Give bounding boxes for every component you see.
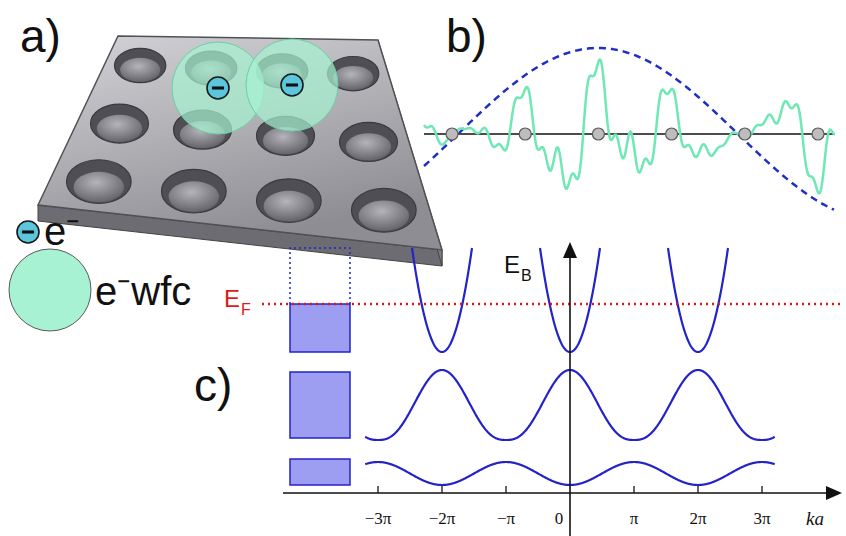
- axis-tick: [505, 486, 506, 493]
- cup-rim: [91, 104, 149, 143]
- muffin-tray: [38, 36, 442, 266]
- axis-tick: [441, 486, 442, 493]
- muffin-cup: [352, 188, 417, 232]
- tick-label: 3π: [753, 510, 770, 527]
- fermi-label: E: [224, 287, 240, 311]
- electron-body: [207, 77, 229, 99]
- cup-bottom: [120, 58, 160, 82]
- electron-symbol: [207, 77, 229, 99]
- muffin-cup: [67, 160, 132, 204]
- electron-symbol: [17, 221, 39, 243]
- k-axis: [283, 492, 830, 494]
- fermi-level: [262, 303, 840, 306]
- axis-tick: [633, 486, 634, 493]
- cup-bottom: [359, 200, 409, 231]
- atom-dot: [812, 128, 824, 140]
- panel-label: c): [194, 362, 232, 408]
- cup-rim: [115, 48, 166, 82]
- wavefunction-cloud: [246, 39, 338, 131]
- band-box: [290, 459, 350, 485]
- cup-bottom: [264, 191, 314, 222]
- wavefunctions: [172, 39, 338, 134]
- cup-bottom: [169, 181, 219, 212]
- minus-sign: [212, 86, 224, 89]
- tray-top: [38, 36, 442, 250]
- cup-bottom: [333, 66, 373, 90]
- muffin-cup: [162, 169, 227, 213]
- legend-text: e⁻wfc: [95, 271, 191, 311]
- muffin-cup: [257, 179, 322, 223]
- band-box-empty: [290, 248, 350, 304]
- legend-text: e⁻: [44, 211, 80, 251]
- bloch-wavefunction: [424, 59, 835, 193]
- cup-rim: [162, 169, 227, 213]
- minus-sign: [286, 83, 298, 86]
- cup-rim: [340, 122, 398, 161]
- axis-tick: [697, 486, 698, 493]
- electron-body: [17, 221, 39, 243]
- fermi-subscript: F: [241, 302, 251, 318]
- axis-label: E: [504, 253, 520, 277]
- cup-rim: [67, 160, 132, 204]
- muffin-cup: [91, 104, 149, 143]
- band-curve: [412, 248, 472, 352]
- bloch-wave: [424, 48, 835, 210]
- cup-rim: [352, 188, 417, 232]
- tick-label: −2π: [429, 510, 456, 527]
- tick-label: 2π: [689, 510, 706, 527]
- axis-tick: [761, 486, 762, 493]
- axis-label: ka: [806, 509, 824, 528]
- atom-dot: [519, 128, 531, 140]
- electron-body: [281, 74, 303, 96]
- electron-symbol: [281, 74, 303, 96]
- muffin-cup: [340, 122, 398, 161]
- axis-arrowhead: [826, 486, 842, 500]
- tick-label: π: [630, 510, 639, 527]
- atom-dot: [592, 128, 604, 140]
- axis-tick: [377, 486, 378, 493]
- axis-arrowhead: [563, 242, 577, 258]
- muffin-cup: [115, 48, 166, 82]
- atom-dot: [446, 128, 458, 140]
- energy-axis: [569, 256, 571, 536]
- atom-dot: [739, 128, 751, 140]
- axis-subscript: B: [521, 268, 532, 284]
- band-box-filled: [290, 304, 350, 352]
- band-curve: [668, 248, 728, 352]
- atom-dot: [666, 128, 678, 140]
- panel-label: b): [446, 13, 487, 59]
- tick-label: 0: [555, 510, 564, 527]
- cup-rim: [257, 179, 322, 223]
- cup-bottom: [97, 115, 142, 142]
- tick-label: −π: [497, 510, 515, 527]
- panel-label: a): [20, 13, 61, 59]
- cup-bottom: [74, 172, 124, 203]
- band-box: [290, 372, 350, 438]
- legend-swatch: [9, 249, 91, 331]
- tick-label: −3π: [365, 510, 392, 527]
- envelope-wave: [424, 48, 834, 210]
- cup-bottom: [346, 133, 391, 160]
- cup-bottom: [263, 127, 308, 154]
- band-structure: [262, 242, 842, 536]
- minus-sign: [22, 230, 34, 233]
